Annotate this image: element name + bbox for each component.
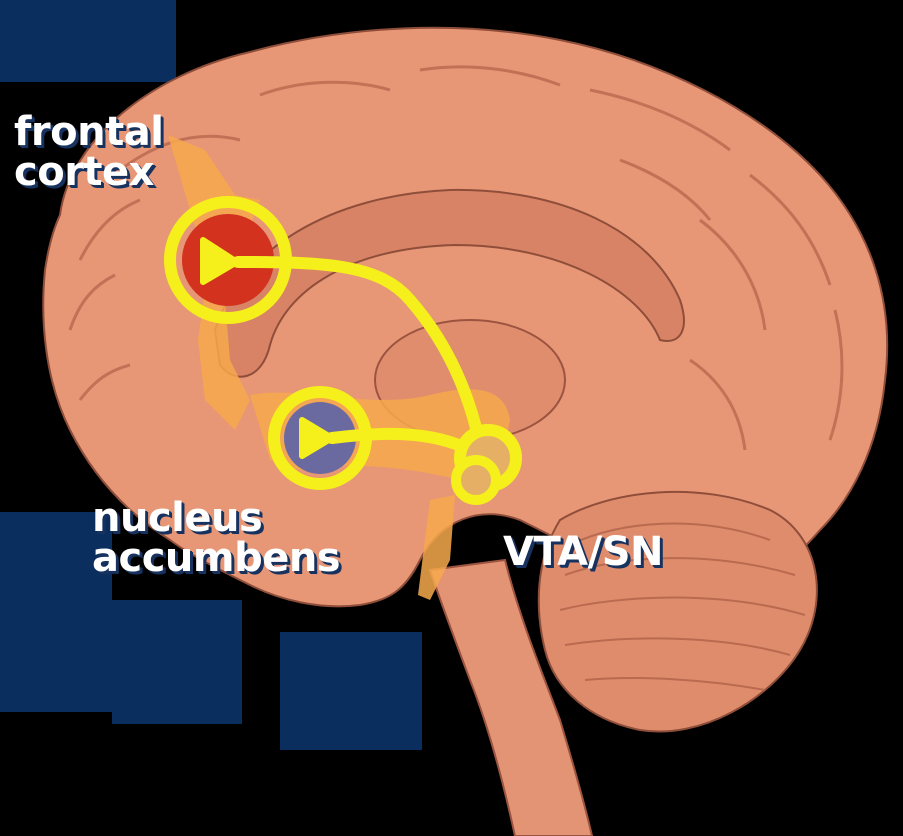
blue-panel-bottom-mid <box>280 632 422 750</box>
frontal-cortex-label-line-1: frontal <box>14 112 163 152</box>
frontal-cortex-label: frontal cortex <box>14 112 163 192</box>
nucleus-accumbens-label-line-1: nucleus <box>92 498 340 538</box>
nucleus-accumbens-label: nucleus accumbens <box>92 498 340 578</box>
frontal-cortex-label-line-2: cortex <box>14 152 163 192</box>
blue-panel-top-left <box>0 0 176 82</box>
blue-panel-bottom-left-2 <box>112 600 242 724</box>
vta-sn-node-secondary <box>456 460 496 500</box>
cerebellum <box>539 492 817 732</box>
nucleus-accumbens-label-line-2: accumbens <box>92 538 340 578</box>
vta-sn-label: VTA/SN <box>503 532 663 572</box>
